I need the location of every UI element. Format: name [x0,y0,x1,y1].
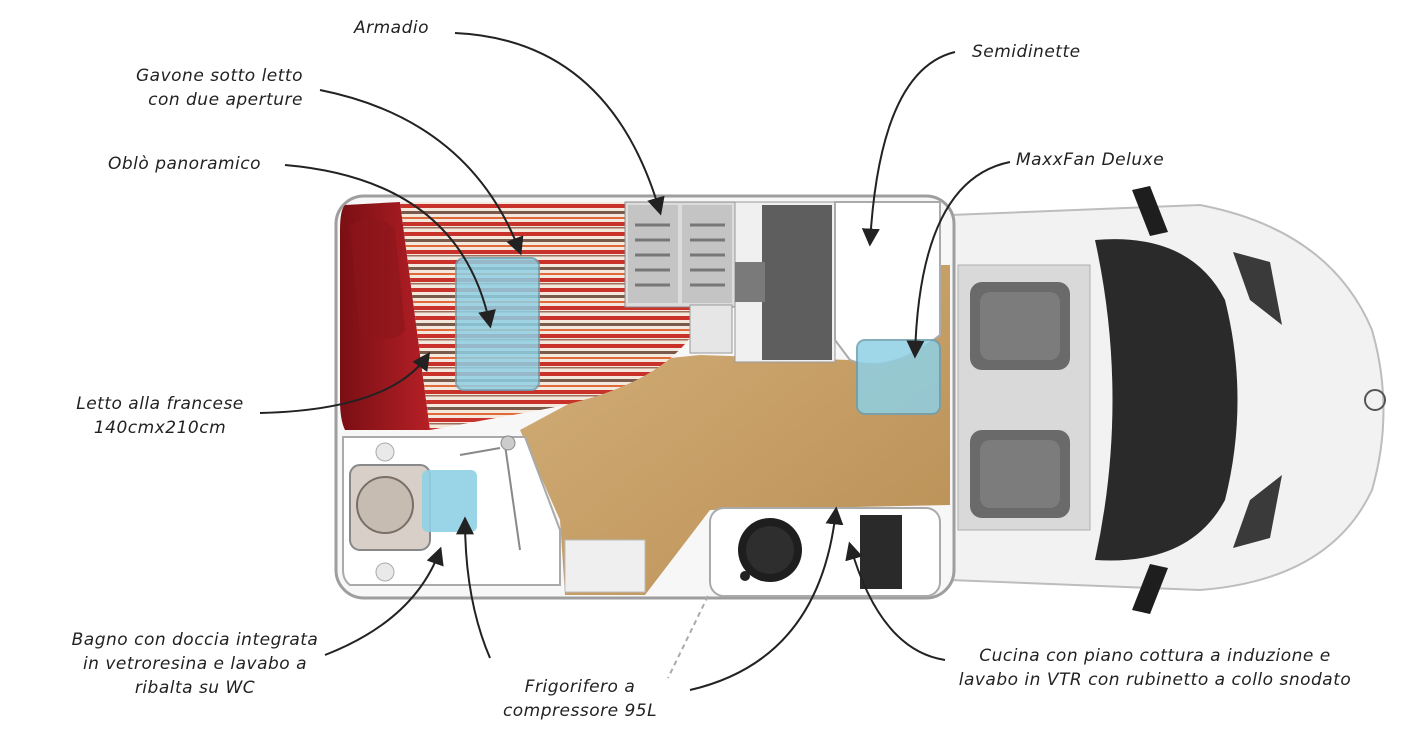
bathroom [342,435,561,586]
label-maxxfan: MaxxFan Deluxe [1016,150,1165,170]
arrow-cucina [845,541,946,661]
arrow-letto [259,352,431,414]
arrow-bagno-2 [456,516,491,659]
fridge-area [564,539,646,593]
arrow-oblo [284,164,496,329]
label-frigorifero-line2: compressore 95L [502,701,658,721]
arrow-gavone [319,89,524,256]
label-bagno-line2: in vetroresina e lavabo a [82,654,308,674]
label-cucina-line2: lavabo in VTR con rubinetto a collo snod… [958,670,1352,690]
kitchen [709,507,941,597]
label-letto-line1: Letto alla francese [76,394,244,414]
label-bagno: Bagno con doccia integrata in vetroresin… [45,628,345,700]
label-letto: Letto alla francese 140cmx210cm [50,392,270,440]
label-cucina: Cucina con piano cottura a induzione e l… [925,644,1385,692]
label-gavone: Gavone sotto letto con due aperture [100,64,303,112]
label-bagno-line3: ribalta su WC [134,678,256,698]
label-semidinette: Semidinette [972,42,1081,62]
label-frigorifero: Frigorifero a compressore 95L [490,675,670,723]
arrow-frigo [689,506,844,691]
label-bagno-line1: Bagno con doccia integrata [71,630,319,650]
arrow-semidinette [861,51,956,247]
arrow-maxxfan [906,161,1011,359]
label-oblo: Oblò panoramico [108,154,262,174]
callout-arrows [259,32,1011,691]
arrow-bagno-1 [324,546,444,656]
fridge-door-line [667,595,709,679]
vehicle-cab [949,186,1386,614]
label-gavone-line1: Gavone sotto letto [136,66,303,86]
floor [520,265,950,595]
label-armadio: Armadio [354,18,430,38]
dinette-seat [734,201,836,363]
maxxfan-vent [856,339,941,415]
label-gavone-line2: con due aperture [148,90,303,110]
label-frigorifero-line1: Frigorifero a [524,677,636,697]
arrow-armadio [454,32,665,216]
panoramic-skylight [455,257,540,391]
label-cucina-line1: Cucina con piano cottura a induzione e [979,646,1331,666]
label-letto-line2: 140cmx210cm [93,418,227,438]
wardrobe [624,201,736,354]
